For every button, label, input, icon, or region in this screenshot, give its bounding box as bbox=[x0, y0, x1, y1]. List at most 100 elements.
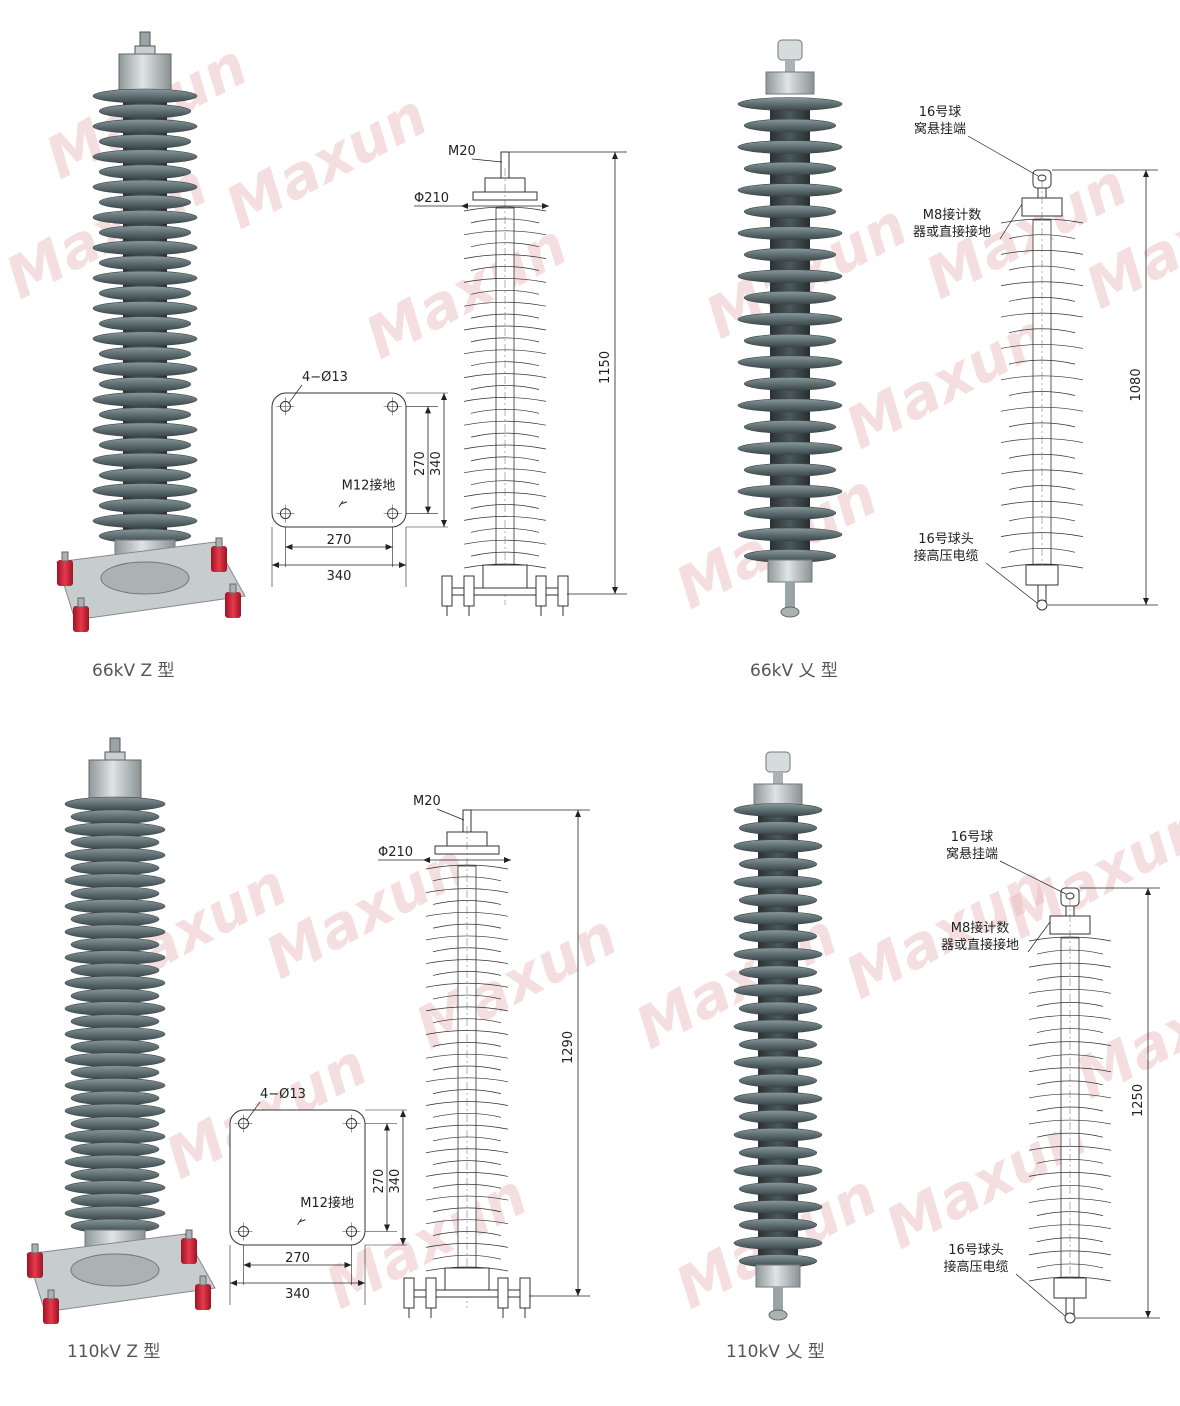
shed bbox=[743, 463, 837, 477]
shed bbox=[98, 194, 192, 210]
top-cap bbox=[88, 759, 142, 801]
shed bbox=[92, 301, 198, 316]
ball-head-outline bbox=[1036, 599, 1048, 611]
shed bbox=[64, 1103, 166, 1119]
shed bbox=[64, 975, 166, 991]
shed-outline bbox=[470, 480, 540, 486]
shed-outline bbox=[463, 373, 547, 378]
shed bbox=[743, 161, 837, 176]
shed bbox=[98, 346, 192, 362]
shed-outline bbox=[432, 1160, 502, 1165]
shed bbox=[92, 119, 198, 134]
shed bbox=[733, 947, 823, 962]
shed-outline bbox=[463, 230, 547, 236]
outer-width-label: 340 bbox=[285, 1287, 310, 1302]
shed bbox=[70, 860, 160, 876]
product-photo-y bbox=[733, 751, 823, 1321]
bottom-ball bbox=[780, 606, 800, 618]
arrow-head bbox=[425, 406, 431, 414]
leader-line bbox=[288, 384, 303, 404]
base-insulator-outline bbox=[441, 575, 453, 607]
shed bbox=[733, 1236, 823, 1250]
shed bbox=[70, 962, 160, 978]
shed bbox=[92, 331, 198, 347]
arrow-head bbox=[1145, 1311, 1151, 1318]
base-insulator-outline bbox=[463, 575, 475, 607]
ground-terminal-mark bbox=[338, 500, 348, 508]
base-bolt bbox=[185, 1229, 193, 1240]
shed bbox=[98, 407, 192, 422]
top-flange bbox=[753, 783, 803, 807]
shed bbox=[64, 1180, 166, 1195]
shed bbox=[737, 484, 843, 499]
base-insulator-outline bbox=[497, 1277, 509, 1309]
bottom-flange-outline bbox=[1025, 564, 1059, 586]
leader-line bbox=[436, 808, 465, 821]
shed bbox=[98, 376, 192, 392]
base-bolt bbox=[61, 551, 69, 562]
shed bbox=[64, 1205, 166, 1221]
shed bbox=[70, 886, 160, 901]
shed bbox=[98, 134, 192, 149]
shed bbox=[64, 1052, 166, 1068]
arrow-head bbox=[230, 1280, 237, 1286]
shed bbox=[738, 929, 818, 944]
arrow-head bbox=[1143, 598, 1149, 605]
shed bbox=[64, 847, 166, 863]
bottom-flange-outline bbox=[1053, 1277, 1087, 1299]
insulating-base bbox=[195, 1284, 211, 1310]
mounting-holes-label: 4−Ø13 bbox=[302, 370, 348, 385]
shed bbox=[98, 316, 192, 331]
inner-width-label: 270 bbox=[327, 533, 352, 548]
shed bbox=[92, 361, 198, 377]
leader-line bbox=[999, 203, 1023, 240]
shed-outline bbox=[1036, 1211, 1104, 1216]
shed-outline bbox=[470, 432, 540, 438]
arrow-head bbox=[272, 562, 279, 568]
shed bbox=[98, 255, 192, 271]
shed bbox=[64, 822, 166, 837]
shed-outline bbox=[432, 1207, 502, 1213]
watermark-text: Maxun bbox=[1065, 951, 1180, 1113]
arrow-head bbox=[425, 506, 431, 514]
shed bbox=[733, 983, 823, 998]
shed bbox=[738, 1218, 818, 1232]
base-bolt bbox=[199, 1275, 207, 1286]
bottom-flange bbox=[755, 1264, 801, 1288]
base-insulator-outline bbox=[403, 1277, 415, 1309]
base-insulator-outline bbox=[535, 575, 547, 607]
shed bbox=[64, 1129, 166, 1144]
shed-outline bbox=[432, 947, 502, 953]
counter-terminal-label-line2: 器或直接接地 bbox=[913, 224, 991, 240]
shed bbox=[92, 452, 198, 468]
shed bbox=[733, 839, 823, 853]
base-bolt bbox=[77, 597, 85, 608]
socket-neck bbox=[785, 60, 795, 74]
base-flange bbox=[70, 1253, 160, 1287]
base-plan-outline bbox=[229, 1109, 366, 1246]
shed bbox=[70, 1141, 160, 1157]
shed-outline bbox=[1028, 1067, 1112, 1073]
arrow-head bbox=[358, 1280, 365, 1286]
outer-height-label: 340 bbox=[388, 1169, 403, 1194]
shed bbox=[92, 88, 198, 104]
shed-outline bbox=[432, 1112, 502, 1118]
base-bolt bbox=[215, 537, 223, 548]
shed-outline bbox=[470, 385, 540, 390]
bottom-flange bbox=[767, 559, 813, 583]
terminal-nut bbox=[134, 45, 156, 55]
shed bbox=[70, 1014, 160, 1029]
shed bbox=[738, 821, 818, 835]
diameter-label: Φ210 bbox=[414, 191, 449, 206]
shed bbox=[64, 873, 166, 889]
shed-outline bbox=[425, 982, 509, 988]
shed bbox=[70, 1116, 160, 1131]
base-insulator-outline bbox=[425, 1277, 437, 1309]
shed bbox=[743, 377, 837, 391]
shed-outline bbox=[1036, 1002, 1104, 1007]
shed bbox=[733, 1164, 823, 1178]
